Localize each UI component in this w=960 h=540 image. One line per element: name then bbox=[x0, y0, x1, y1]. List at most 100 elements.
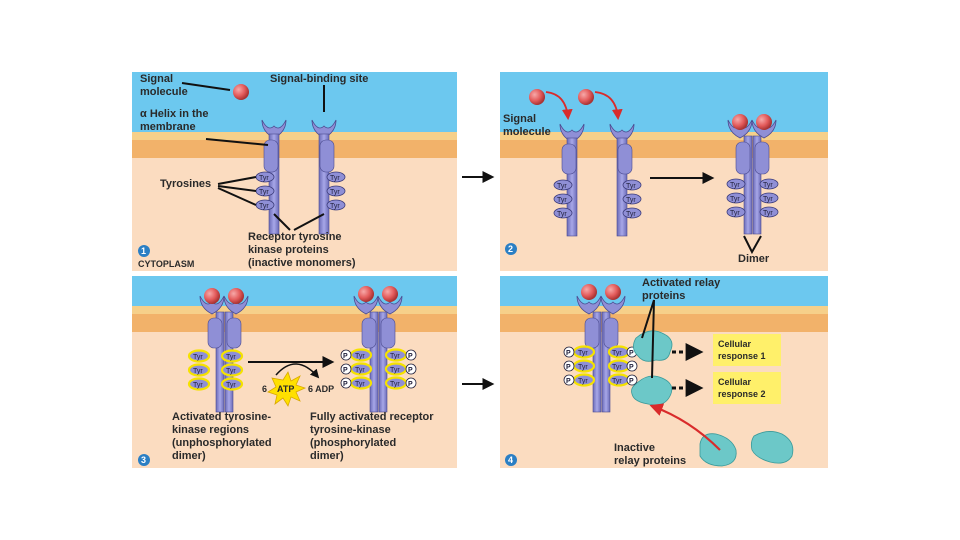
cellular-response-2-label: response 2 bbox=[718, 389, 766, 399]
receptor-monomer-left: Tyr Tyr Tyr bbox=[553, 123, 585, 237]
step-number-badge bbox=[138, 245, 150, 257]
tyr-label: Tyr bbox=[612, 364, 622, 371]
tyr-label: Tyr bbox=[355, 353, 365, 360]
tyr-label: Tyr bbox=[390, 353, 400, 360]
signal-molecule-label: Signal bbox=[503, 113, 536, 125]
tyr-label: Tyr bbox=[330, 189, 340, 196]
receptor-dimer: Tyr Tyr Tyr Tyr Tyr Tyr bbox=[726, 114, 779, 235]
phosphate-label: P bbox=[566, 378, 571, 385]
step-number: 3 bbox=[141, 455, 146, 465]
panel-3: Tyr Tyr Tyr Tyr Tyr Tyr ATP 6 6 ADP bbox=[132, 276, 457, 468]
receptor-dimer-active: Tyr Tyr Tyr Tyr Tyr Tyr P P P P P P bbox=[563, 284, 638, 413]
signal-binding-site-label: Signal-binding site bbox=[270, 73, 368, 85]
phosphate-label: P bbox=[629, 364, 634, 371]
atp-count-label: 6 bbox=[262, 384, 267, 394]
helix-label: membrane bbox=[140, 121, 196, 133]
tyr-label: Tyr bbox=[626, 197, 636, 204]
phosphate-label: P bbox=[408, 367, 413, 374]
dimer-label: Dimer bbox=[738, 253, 770, 265]
tyr-label: Tyr bbox=[226, 354, 236, 361]
tyr-label: Tyr bbox=[612, 350, 622, 357]
signal-molecule bbox=[529, 89, 545, 105]
step-number-badge bbox=[505, 243, 517, 255]
signal-molecule-label: molecule bbox=[140, 86, 188, 98]
panel-4: Tyr Tyr Tyr Tyr Tyr Tyr P P P P P P Cell… bbox=[500, 276, 828, 468]
phosphate-label: P bbox=[629, 350, 634, 357]
tyr-label: Tyr bbox=[259, 189, 269, 196]
activated-relay-label: Activated relay bbox=[642, 277, 721, 289]
phosphate-label: P bbox=[566, 350, 571, 357]
panel-1-extracellular bbox=[132, 72, 457, 132]
inactive-relay-label: relay proteins bbox=[614, 455, 686, 467]
panel-1-membrane bbox=[132, 140, 457, 158]
tyr-label: Tyr bbox=[612, 378, 622, 385]
tyr-label: Tyr bbox=[557, 211, 567, 218]
activated-regions-label: (unphosphorylated bbox=[172, 437, 272, 449]
signal-molecule-label: Signal bbox=[140, 73, 173, 85]
inactive-relay-protein bbox=[699, 433, 737, 467]
tyrosines-label: Tyrosines bbox=[160, 178, 211, 190]
tyr-label: Tyr bbox=[730, 210, 740, 217]
step-number: 4 bbox=[508, 455, 513, 465]
tyr-label: Tyr bbox=[763, 196, 773, 203]
step-number: 2 bbox=[508, 244, 513, 254]
tyr-label: Tyr bbox=[330, 203, 340, 210]
cellular-response-1-box bbox=[713, 334, 781, 366]
cellular-response-2-label: Cellular bbox=[718, 377, 752, 387]
inactive-relay-protein bbox=[750, 431, 794, 464]
fully-activated-label: dimer) bbox=[310, 450, 344, 462]
tyr-label: Tyr bbox=[355, 367, 365, 374]
fully-activated-label: tyrosine-kinase bbox=[310, 424, 391, 436]
phosphate-label: P bbox=[343, 381, 348, 388]
fully-activated-label: (phosphorylated bbox=[310, 437, 396, 449]
activated-regions-label: dimer) bbox=[172, 450, 206, 462]
phosphate-label: P bbox=[566, 364, 571, 371]
phosphate-label: P bbox=[343, 353, 348, 360]
rtk-label: kinase proteins bbox=[248, 244, 329, 256]
tyr-label: Tyr bbox=[355, 381, 365, 388]
tyr-label: Tyr bbox=[730, 182, 740, 189]
panel-1-cytoplasm bbox=[132, 158, 457, 271]
cellular-response-2-box bbox=[713, 372, 781, 404]
tyr-label: Tyr bbox=[226, 368, 236, 375]
tyr-label: Tyr bbox=[390, 367, 400, 374]
tyr-label: Tyr bbox=[578, 364, 588, 371]
signal-molecule-label: molecule bbox=[503, 126, 551, 138]
inactive-relay-label: Inactive bbox=[614, 442, 655, 454]
adp-label: 6 ADP bbox=[308, 384, 334, 394]
receptor-monomer-right: Tyr Tyr Tyr bbox=[609, 123, 642, 237]
phosphate-label: P bbox=[408, 353, 413, 360]
cellular-response-1-label: Cellular bbox=[718, 339, 752, 349]
atp-star bbox=[267, 371, 307, 407]
receptor-monomer-left: Tyr Tyr Tyr bbox=[255, 119, 287, 235]
tyr-label: Tyr bbox=[763, 182, 773, 189]
tyr-label: Tyr bbox=[193, 368, 203, 375]
cytoplasm-label: CYTOPLASM bbox=[138, 259, 194, 269]
tyr-label: Tyr bbox=[226, 382, 236, 389]
tyr-label: Tyr bbox=[626, 211, 636, 218]
receptor-dimer-unphosphorylated: Tyr Tyr Tyr Tyr Tyr Tyr bbox=[187, 288, 249, 413]
signal-molecule bbox=[233, 84, 249, 100]
cellular-response-1-label: response 1 bbox=[718, 351, 766, 361]
panel-1-membrane-upper bbox=[132, 132, 457, 140]
panel-1: Tyr Tyr Tyr Tyr Tyr Tyr Signal molecule … bbox=[132, 72, 457, 271]
tyr-label: Tyr bbox=[763, 210, 773, 217]
rtk-label: Receptor tyrosine bbox=[248, 231, 342, 243]
tyr-label: Tyr bbox=[193, 382, 203, 389]
fully-activated-label: Fully activated receptor bbox=[310, 411, 434, 423]
activated-regions-label: kinase regions bbox=[172, 424, 249, 436]
step-number: 1 bbox=[141, 246, 146, 256]
tyr-label: Tyr bbox=[390, 381, 400, 388]
tyr-label: Tyr bbox=[578, 350, 588, 357]
helix-label: α Helix in the bbox=[140, 108, 209, 120]
phosphate-label: P bbox=[629, 378, 634, 385]
tyr-label: Tyr bbox=[557, 183, 567, 190]
tyr-label: Tyr bbox=[259, 203, 269, 210]
receptor-monomer-right: Tyr Tyr Tyr bbox=[311, 119, 346, 235]
tyr-label: Tyr bbox=[730, 196, 740, 203]
receptor-dimer-phosphorylated: Tyr Tyr Tyr Tyr Tyr Tyr P P P P P P bbox=[340, 286, 417, 413]
tyr-label: Tyr bbox=[330, 175, 340, 182]
panel-2: Tyr Tyr Tyr Tyr Tyr Tyr bbox=[500, 72, 828, 271]
tyr-group-left: Tyr Tyr Tyr bbox=[255, 171, 275, 211]
rtk-label: (inactive monomers) bbox=[248, 257, 356, 269]
